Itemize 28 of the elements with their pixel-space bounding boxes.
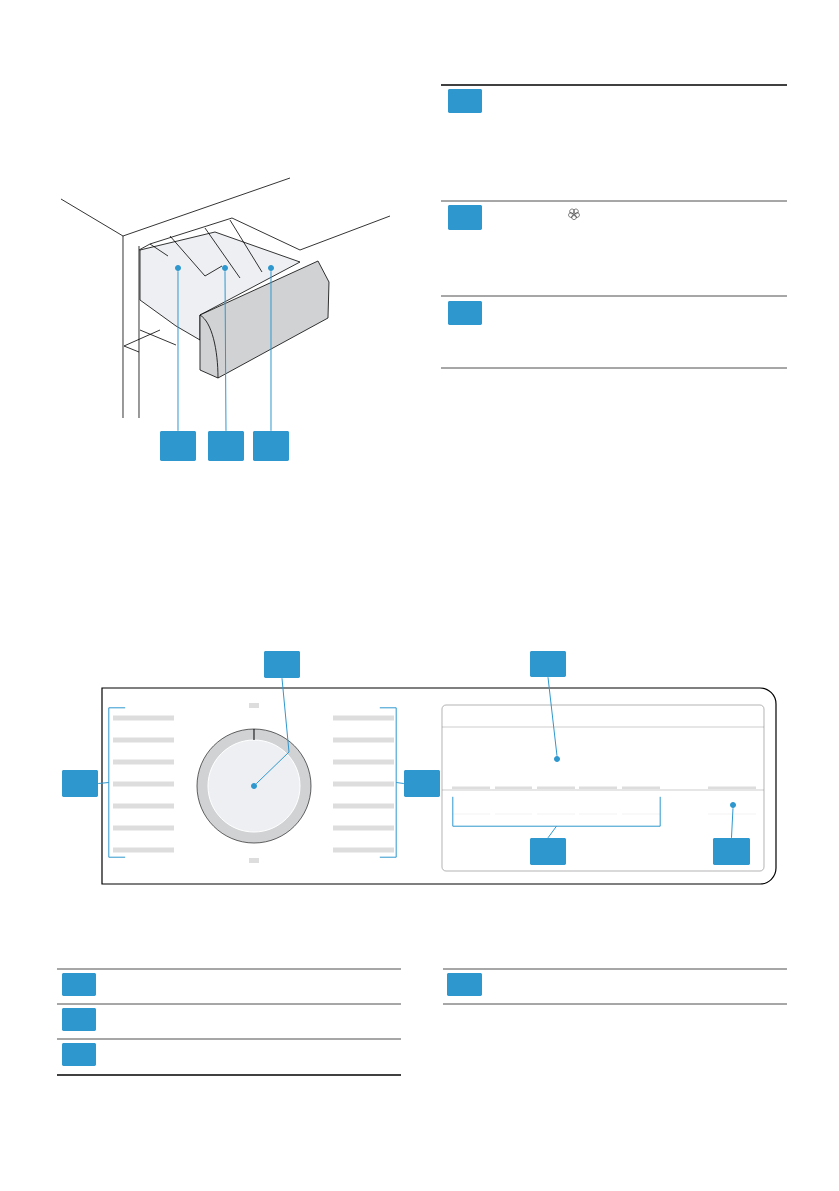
leader-line <box>224 270 227 432</box>
leader-line <box>731 807 734 839</box>
bracket <box>379 707 397 858</box>
callout-box <box>404 770 440 797</box>
callout-box <box>62 770 98 797</box>
callout-box <box>530 651 566 677</box>
callout-box <box>62 973 96 996</box>
leader-line <box>270 270 272 432</box>
callout-box <box>208 431 244 461</box>
callout-box <box>62 1008 96 1031</box>
leader-line <box>547 825 557 839</box>
bracket <box>108 707 126 858</box>
callout-box <box>264 651 300 678</box>
bracket <box>452 796 661 827</box>
leader-line <box>395 782 405 784</box>
leader-line <box>177 270 179 432</box>
leader-line <box>547 676 558 757</box>
callout-box <box>62 1043 96 1066</box>
callout-box <box>447 973 482 996</box>
callout-box <box>448 205 482 230</box>
leader-line <box>97 782 110 784</box>
callout-box <box>253 431 289 461</box>
callout-box <box>530 838 566 865</box>
callout-box <box>160 431 196 461</box>
callout-box <box>713 838 750 865</box>
callout-box <box>448 301 482 325</box>
callout-box <box>448 89 482 113</box>
leader-line <box>255 677 290 785</box>
